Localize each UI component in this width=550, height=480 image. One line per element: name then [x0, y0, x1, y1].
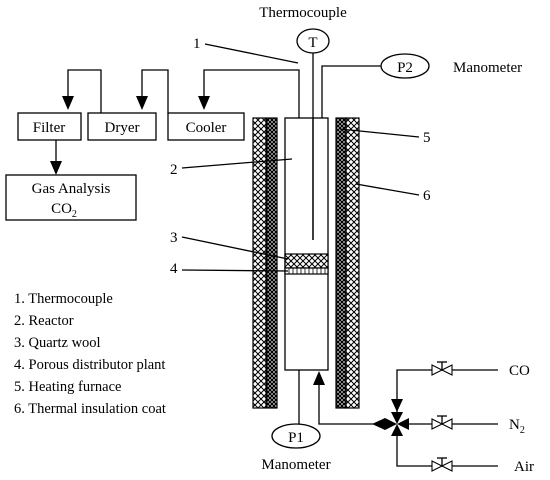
- callout-1: 1: [193, 36, 201, 52]
- reactor-inlet-line: [318, 384, 383, 425]
- manometer-p1-symbol: [271, 423, 321, 449]
- legend-item-furnace: 5. Heating furnace: [14, 379, 122, 395]
- callout-3-leader: [181, 236, 289, 260]
- manometer-p1-label: P1: [288, 430, 304, 446]
- manometer-p2-label: P2: [397, 60, 413, 76]
- legend-item-distributor: 4. Porous distributor plant: [14, 357, 165, 373]
- distributor-pores: [288, 268, 326, 274]
- three-way-valve-top: [391, 412, 403, 424]
- gas-n2-label: N2: [509, 417, 525, 436]
- callout-3: 3: [170, 230, 178, 246]
- cooler-inlet-arrow: [198, 96, 210, 110]
- quartz-wool: [284, 253, 329, 269]
- dryer-inlet-arrow: [136, 96, 148, 110]
- air-supply-line: [396, 436, 498, 467]
- reactor-tube: [284, 117, 329, 371]
- callout-2: 2: [170, 162, 178, 178]
- analysis-inlet-arrow: [50, 161, 62, 175]
- dryer-label: Dryer: [105, 120, 140, 136]
- reactor-inlet-arrow: [313, 371, 325, 385]
- callout-1-leader: [204, 43, 299, 64]
- callout-2-leader: [181, 158, 293, 169]
- air-valve[interactable]: [431, 457, 453, 472]
- co-valve[interactable]: [431, 361, 453, 376]
- callout-4-leader: [181, 269, 289, 272]
- gas-air-label: Air: [514, 459, 534, 475]
- callout-5: 5: [423, 130, 431, 146]
- gas-analysis-label: Gas Analysis: [32, 181, 111, 197]
- distributor-plate: [284, 267, 329, 275]
- thermocouple-title: Thermocouple: [259, 5, 347, 21]
- filter-label: Filter: [33, 120, 66, 136]
- heating-furnace-right: [335, 117, 347, 409]
- callout-6: 6: [423, 188, 431, 204]
- gas-outlet-line: [203, 69, 300, 118]
- heating-furnace-left: [266, 117, 278, 409]
- co-flow-arrow: [391, 399, 403, 412]
- cooler-box: [167, 112, 245, 141]
- co2-label: CO2: [51, 201, 77, 220]
- n2-valve[interactable]: [431, 415, 453, 430]
- callout-5-leader: [339, 128, 420, 138]
- manometer-top-label: Manometer: [453, 60, 522, 76]
- dryer-box: [87, 112, 157, 141]
- thermocouple-t-label: T: [308, 35, 317, 51]
- callout-4: 4: [170, 261, 178, 277]
- co-supply-line: [396, 369, 498, 412]
- p2-pressure-line: [321, 65, 381, 118]
- three-way-valve-right: [397, 418, 409, 430]
- legend-item-quartz-wool: 3. Quartz wool: [14, 335, 101, 351]
- legend-item-reactor: 2. Reactor: [14, 313, 74, 329]
- manometer-bottom-label: Manometer: [261, 457, 330, 473]
- three-way-valve-bottom: [391, 424, 403, 436]
- gas-co-label: CO: [509, 363, 530, 379]
- filter-inlet-arrow: [62, 96, 74, 110]
- dryer-to-filter-line: [67, 69, 102, 113]
- gas-analysis-box: [5, 174, 137, 221]
- legend-item-insulation: 6. Thermal insulation coat: [14, 401, 166, 417]
- legend: 1. Thermocouple 2. Reactor 3. Quartz woo…: [14, 291, 166, 417]
- insulation-coat-right: [345, 117, 360, 409]
- filter-box: [17, 112, 82, 141]
- three-way-valve-left: [385, 418, 397, 430]
- cooler-to-dryer-line: [141, 69, 169, 113]
- callout-6-leader: [355, 183, 420, 196]
- legend-item-thermocouple: 1. Thermocouple: [14, 291, 113, 307]
- cooler-label: Cooler: [186, 120, 227, 136]
- manifold-outlet-arrow: [372, 418, 385, 430]
- insulation-coat-left: [252, 117, 267, 409]
